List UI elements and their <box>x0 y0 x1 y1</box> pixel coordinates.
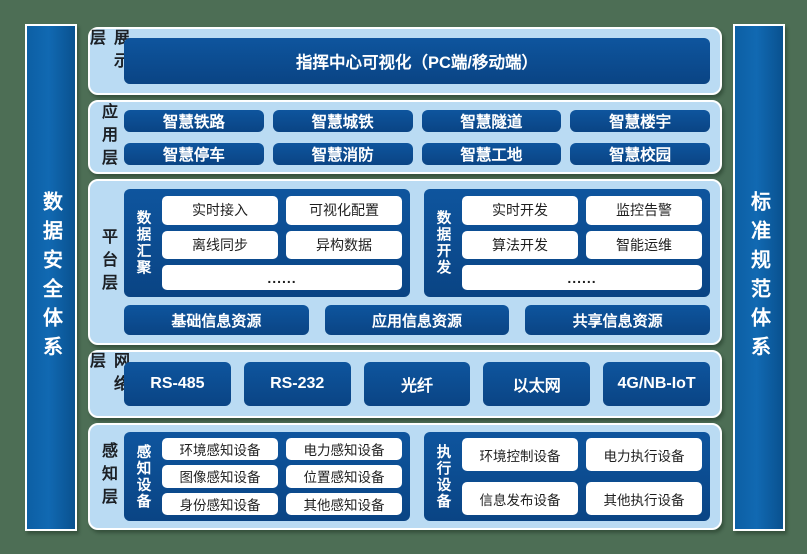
chip-identity-sensing: 身份感知设备 <box>162 492 278 515</box>
chip-visual-config: 可视化配置 <box>286 196 402 225</box>
group-data-development-chips: 实时开发 监控告警 算法开发 智能运维 ...... <box>462 196 702 290</box>
group-sensing-devices: 感知设备 环境感知设备 电力感知设备 图像感知设备 位置感知设备 身份感知设备 … <box>124 432 410 521</box>
layer-panel-application: 应用层 智慧铁路 智慧城铁 智慧隧道 智慧楼宇 智慧停车 智慧消防 智慧工地 智… <box>88 100 722 174</box>
layer-label-network-text: 网络层 <box>87 352 128 398</box>
layer-perception-content: 感知设备 环境感知设备 电力感知设备 图像感知设备 位置感知设备 身份感知设备 … <box>124 425 720 528</box>
group-execution-devices-label: 执行设备 <box>432 438 454 515</box>
layer-panel-network: 网络层 RS-485 RS-232 光纤 以太网 4G/NB-IoT <box>87 350 722 418</box>
group-execution-devices-chips: 环境控制设备 电力执行设备 信息发布设备 其他执行设备 <box>462 438 702 515</box>
layer-label-perception: 感知层 <box>90 425 124 528</box>
app-item-smart-fire: 智慧消防 <box>272 143 413 165</box>
app-item-smart-campus: 智慧校园 <box>570 143 710 165</box>
layer-label-network: 网络层 <box>87 352 128 416</box>
app-item-smart-site: 智慧工地 <box>421 143 562 165</box>
group-data-development-label: 数据开发 <box>432 196 454 290</box>
net-item-rs232: RS-232 <box>243 362 351 406</box>
app-item-smart-building: 智慧楼宇 <box>570 110 710 132</box>
architecture-diagram: 展示层 指挥中心可视化（PC端/移动端） 应用层 智慧铁路 智慧城铁 智慧隧道 … <box>87 27 722 530</box>
layer-application-content: 智慧铁路 智慧城铁 智慧隧道 智慧楼宇 智慧停车 智慧消防 智慧工地 智慧校园 <box>124 102 720 172</box>
group-sensing-devices-label-text: 感知设备 <box>134 443 151 510</box>
group-execution-devices: 执行设备 环境控制设备 电力执行设备 信息发布设备 其他执行设备 <box>424 432 710 521</box>
chip-info-publishing: 信息发布设备 <box>462 482 578 515</box>
chip-power-execution: 电力执行设备 <box>586 438 702 471</box>
layer-label-display-text: 展示层 <box>87 29 128 75</box>
layer-panel-platform: 平台层 数据汇聚 实时接入 可视化配置 离线同步 异构数据 ...... <box>88 179 722 345</box>
resource-basic-info: 基础信息资源 <box>124 305 309 335</box>
layer-display-content: 指挥中心可视化（PC端/移动端） <box>124 29 720 93</box>
resource-application-info: 应用信息资源 <box>324 305 510 335</box>
chip-more-aggregation: ...... <box>162 265 402 290</box>
net-item-ethernet: 以太网 <box>483 362 591 406</box>
layer-label-perception-text: 感知层 <box>99 442 116 511</box>
group-data-development-label-text: 数据开发 <box>434 210 451 276</box>
pillar-data-security-label: 数据安全体系 <box>39 190 62 365</box>
group-data-aggregation: 数据汇聚 实时接入 可视化配置 离线同步 异构数据 ...... <box>124 189 410 297</box>
chip-power-sensing: 电力感知设备 <box>286 438 402 461</box>
group-sensing-devices-label: 感知设备 <box>132 438 154 515</box>
layer-label-platform: 平台层 <box>90 181 124 343</box>
app-item-smart-metro: 智慧城铁 <box>272 110 413 132</box>
chip-other-execution: 其他执行设备 <box>586 482 702 515</box>
layer-label-display: 展示层 <box>87 29 128 93</box>
chip-offline-sync: 离线同步 <box>162 230 278 260</box>
layer-panel-display: 展示层 指挥中心可视化（PC端/移动端） <box>87 27 722 95</box>
chip-env-sensing: 环境感知设备 <box>162 438 278 461</box>
net-item-fiber: 光纤 <box>363 362 471 406</box>
chip-other-sensing: 其他感知设备 <box>286 492 402 515</box>
app-item-smart-tunnel: 智慧隧道 <box>421 110 562 132</box>
chip-image-sensing: 图像感知设备 <box>162 465 278 488</box>
layer-label-application: 应用层 <box>90 102 124 172</box>
group-data-aggregation-label: 数据汇聚 <box>132 196 154 290</box>
chip-env-control: 环境控制设备 <box>462 438 578 471</box>
chip-intelligent-ops: 智能运维 <box>586 230 702 260</box>
net-item-rs485: RS-485 <box>124 362 231 406</box>
group-execution-devices-label-text: 执行设备 <box>434 443 451 510</box>
pillar-standards: 标准规范体系 <box>733 24 785 531</box>
pillar-data-security: 数据安全体系 <box>25 24 77 531</box>
layer-panel-perception: 感知层 感知设备 环境感知设备 电力感知设备 图像感知设备 位置感知设备 身份感… <box>88 423 722 530</box>
command-center-bar: 指挥中心可视化（PC端/移动端） <box>124 38 710 84</box>
net-item-4g-nbiot: 4G/NB-IoT <box>603 362 710 406</box>
pillar-standards-label: 标准规范体系 <box>747 190 770 365</box>
platform-resources: 基础信息资源 应用信息资源 共享信息资源 <box>124 305 711 335</box>
platform-groups: 数据汇聚 实时接入 可视化配置 离线同步 异构数据 ...... 数据开发 <box>124 189 710 297</box>
chip-monitor-alert: 监控告警 <box>586 196 702 225</box>
chip-more-development: ...... <box>462 265 702 290</box>
app-item-smart-railway: 智慧铁路 <box>124 110 264 132</box>
group-data-development: 数据开发 实时开发 监控告警 算法开发 智能运维 ...... <box>424 189 710 297</box>
app-item-smart-parking: 智慧停车 <box>124 143 264 165</box>
layer-label-platform-text: 平台层 <box>99 227 116 297</box>
chip-heterogeneous-data: 异构数据 <box>286 230 402 260</box>
chip-realtime-dev: 实时开发 <box>462 196 578 225</box>
layer-network-content: RS-485 RS-232 光纤 以太网 4G/NB-IoT <box>124 352 720 416</box>
group-data-aggregation-chips: 实时接入 可视化配置 离线同步 异构数据 ...... <box>162 196 402 290</box>
chip-algorithm-dev: 算法开发 <box>462 230 578 260</box>
group-sensing-devices-chips: 环境感知设备 电力感知设备 图像感知设备 位置感知设备 身份感知设备 其他感知设… <box>162 438 402 515</box>
layer-platform-content: 数据汇聚 实时接入 可视化配置 离线同步 异构数据 ...... 数据开发 <box>124 181 720 343</box>
resource-shared-info: 共享信息资源 <box>525 305 711 335</box>
chip-realtime-access: 实时接入 <box>162 196 278 225</box>
chip-position-sensing: 位置感知设备 <box>286 465 402 488</box>
layer-label-application-text: 应用层 <box>99 102 116 172</box>
group-data-aggregation-label-text: 数据汇聚 <box>134 210 151 276</box>
